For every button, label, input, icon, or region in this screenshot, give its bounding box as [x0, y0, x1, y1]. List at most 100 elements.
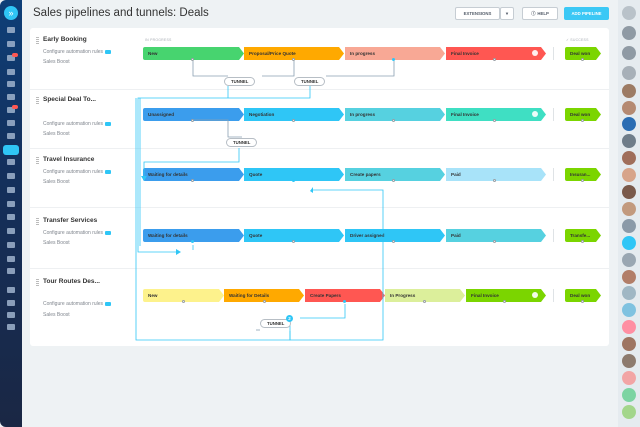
avatar[interactable]: [622, 354, 636, 368]
avatar[interactable]: [622, 270, 636, 284]
configure-automation-link[interactable]: Configure automation rules: [43, 169, 112, 175]
tunnel-label[interactable]: TUNNEL: [226, 138, 258, 147]
avatar[interactable]: [622, 202, 636, 216]
tunnel-connector-dot[interactable]: [182, 300, 185, 303]
avatar[interactable]: [622, 388, 636, 402]
tunnel-connector-dot[interactable]: [191, 179, 194, 182]
sidebar-icon-groups[interactable]: [7, 69, 15, 75]
tunnel-label[interactable]: TUNNEL: [224, 77, 256, 86]
add-pipeline-button[interactable]: ADD PIPELINE: [564, 7, 609, 20]
avatar[interactable]: [622, 101, 636, 115]
sidebar-icon-stream[interactable]: [7, 27, 15, 33]
avatar[interactable]: [622, 405, 636, 419]
avatar[interactable]: [622, 185, 636, 199]
sales-boost-link[interactable]: Sales Boost: [43, 179, 70, 185]
avatar[interactable]: [622, 236, 636, 250]
sidebar-icon-sites[interactable]: [7, 133, 15, 139]
tunnel-connector-dot[interactable]: [292, 58, 295, 61]
tunnel-connector-dot[interactable]: [503, 300, 506, 303]
help-icon[interactable]: [7, 287, 15, 293]
notifications-icon[interactable]: [622, 26, 636, 40]
avatar[interactable]: [622, 151, 636, 165]
tunnel-connector-dot[interactable]: [581, 119, 584, 122]
sales-boost-link[interactable]: Sales Boost: [43, 131, 70, 137]
tunnel-connector-dot[interactable]: [493, 179, 496, 182]
tunnel-connector-dot[interactable]: [343, 300, 346, 303]
tunnel-connector-dot[interactable]: [292, 179, 295, 182]
success-stage[interactable]: Deal won: [565, 289, 601, 302]
tunnel-label[interactable]: TUNNEL: [294, 77, 326, 86]
sidebar-icon-mail[interactable]: [7, 94, 15, 100]
extensions-button[interactable]: EXTENSIONS: [455, 7, 500, 20]
tunnel-connector-dot[interactable]: [392, 179, 395, 182]
avatar[interactable]: [622, 219, 636, 233]
sales-boost-link[interactable]: Sales Boost: [43, 240, 70, 246]
extensions-dropdown-button[interactable]: ▾: [500, 7, 514, 20]
tunnel-label[interactable]: TUNNEL: [260, 319, 292, 328]
tunnel-connector-dot[interactable]: [493, 58, 496, 61]
stage[interactable]: New: [143, 47, 244, 60]
sidebar-icon-developer[interactable]: [7, 268, 15, 274]
avatar[interactable]: [622, 320, 636, 334]
menu-collapse-icon[interactable]: »: [4, 6, 18, 20]
success-stage[interactable]: Deal won: [565, 47, 601, 60]
drag-handle-icon[interactable]: [36, 279, 39, 286]
tunnel-connector-dot[interactable]: [292, 119, 295, 122]
tunnel-connector-dot[interactable]: [191, 58, 194, 61]
configure-automation-link[interactable]: Configure automation rules: [43, 301, 112, 307]
tunnel-connector-dot[interactable]: [493, 240, 496, 243]
avatar[interactable]: [622, 117, 636, 131]
configure-automation-link[interactable]: Configure automation rules: [43, 230, 112, 236]
avatar[interactable]: [622, 168, 636, 182]
sidebar-icon-drive[interactable]: [7, 81, 15, 87]
sidebar-icon-workflow[interactable]: [7, 201, 15, 207]
tunnel-connector-dot[interactable]: [263, 300, 266, 303]
sidebar-item-crm-active[interactable]: [3, 145, 19, 155]
sidebar-icon-market[interactable]: [7, 228, 15, 234]
tunnel-connector-dot[interactable]: [581, 58, 584, 61]
stage[interactable]: In progress: [345, 47, 445, 60]
sidebar-icon-chat[interactable]: [7, 55, 15, 61]
tunnel-connector-dot[interactable]: [423, 300, 426, 303]
sidebar-icon-time[interactable]: [7, 187, 15, 193]
avatar[interactable]: [622, 84, 636, 98]
avatar[interactable]: [622, 286, 636, 300]
sidebar-icon-company[interactable]: [7, 242, 15, 248]
stage[interactable]: Proposal/Price Quote: [244, 47, 344, 60]
sidebar-icon-contacts[interactable]: [7, 120, 15, 126]
tunnel-connector-dot[interactable]: [581, 240, 584, 243]
stage[interactable]: Create papers: [345, 168, 445, 181]
avatar[interactable]: [622, 253, 636, 267]
tunnel-connector-dot[interactable]: [292, 240, 295, 243]
avatar[interactable]: [622, 371, 636, 385]
configure-automation-link[interactable]: Configure automation rules: [43, 49, 112, 55]
sidebar-icon-settings[interactable]: [7, 256, 15, 262]
stage[interactable]: Paid: [446, 229, 546, 242]
tunnel-connector-dot[interactable]: [581, 179, 584, 182]
stage[interactable]: Driver assigned: [345, 229, 445, 242]
sidebar-icon-tasks[interactable]: [7, 41, 15, 47]
tunnel-connector-dot[interactable]: [392, 240, 395, 243]
drag-handle-icon[interactable]: [36, 97, 39, 104]
configure-automation-link[interactable]: Configure automation rules: [43, 121, 112, 127]
add-stage-icon[interactable]: [532, 292, 538, 298]
avatar[interactable]: [622, 134, 636, 148]
stage[interactable]: In progress: [345, 108, 445, 121]
add-stage-icon[interactable]: [532, 50, 538, 56]
avatar[interactable]: [622, 337, 636, 351]
sidebar-icon-edit[interactable]: [7, 300, 15, 306]
sidebar-icon-shop[interactable]: [7, 173, 15, 179]
stage[interactable]: Final Invoice: [466, 289, 546, 302]
sales-boost-link[interactable]: Sales Boost: [43, 59, 70, 65]
sidebar-icon-invite[interactable]: [7, 324, 15, 330]
drag-handle-icon[interactable]: [36, 218, 39, 225]
drag-handle-icon[interactable]: [36, 37, 39, 44]
add-stage-icon[interactable]: [532, 111, 538, 117]
search-icon[interactable]: [622, 6, 636, 20]
open-lines-icon[interactable]: [622, 66, 636, 80]
tunnel-connector-dot[interactable]: [191, 119, 194, 122]
drag-handle-icon[interactable]: [36, 157, 39, 164]
stage[interactable]: In Progress: [385, 289, 465, 302]
tunnel-connector-dot[interactable]: [392, 119, 395, 122]
sidebar-icon-marketing[interactable]: [7, 159, 15, 165]
